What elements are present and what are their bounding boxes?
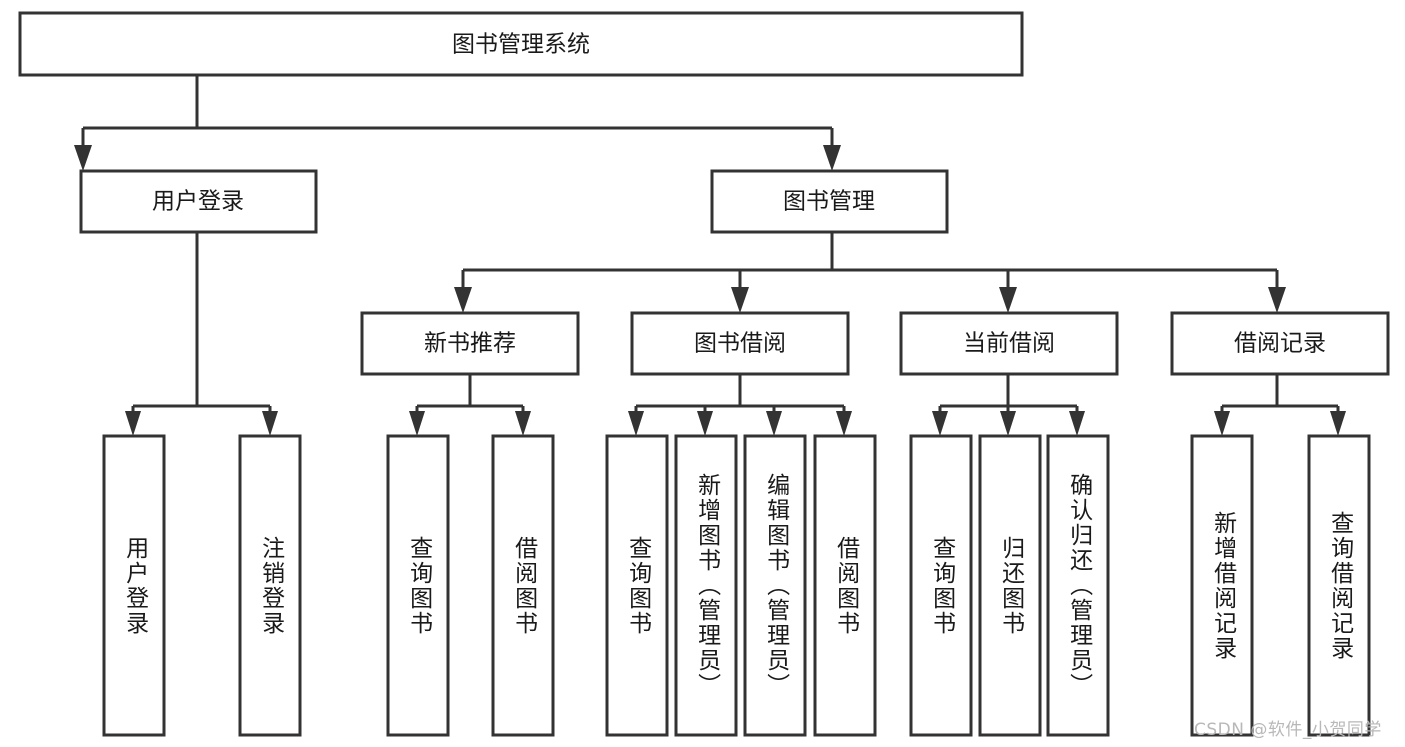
arrow-head-leaf-bb-add: [697, 411, 713, 436]
arrow-head-leaf-logout: [262, 411, 278, 436]
leaf-box-bb-borrow-book[interactable]: [813, 434, 877, 737]
node-book-borrow-box[interactable]: [630, 311, 850, 376]
leaf-box-br-add-record[interactable]: [1190, 434, 1254, 737]
leaf-box-bb-query-book[interactable]: [605, 434, 669, 737]
connector-group-book-borrow-to-leaves: [628, 374, 852, 436]
arrow-head-to-new-book: [454, 287, 472, 313]
node-book-borrow-label: 图书借阅: [694, 331, 786, 357]
leaf-box-br-query-record[interactable]: [1307, 434, 1371, 737]
connector-group-borrow-record-to-leaves: [1214, 374, 1346, 436]
node-new-book-recommend-label: 新书推荐: [424, 331, 516, 357]
leaf-box-cb-return-book[interactable]: [978, 434, 1042, 737]
leaf-box-nb-query-book[interactable]: [386, 434, 450, 737]
arrow-head-to-book-manage: [823, 145, 841, 171]
leaf-box-cb-query-book[interactable]: [909, 434, 973, 737]
arrow-head-to-user-login: [74, 145, 92, 171]
leaf-box-logout[interactable]: [238, 434, 302, 737]
connector-group-book-manage-to-level3: [454, 232, 1286, 313]
arrow-head-leaf-br-query: [1330, 411, 1346, 436]
leaf-box-bb-add-book[interactable]: [674, 434, 738, 737]
arrow-head-leaf-cb-confirm: [1069, 411, 1085, 436]
arrow-head-leaf-nb-query: [409, 411, 425, 436]
node-root-box[interactable]: [18, 11, 1024, 77]
node-user-login-label: 用户登录: [152, 189, 244, 215]
arrow-head-leaf-bb-borrow: [836, 411, 852, 436]
leaf-box-nb-borrow-book[interactable]: [491, 434, 555, 737]
node-user-login-box[interactable]: [79, 169, 318, 234]
arrow-head-leaf-user-login: [125, 411, 141, 436]
leaf-box-user-login[interactable]: [102, 434, 166, 737]
arrow-head-leaf-br-add: [1214, 411, 1230, 436]
connector-group-user-login-to-leaves: [125, 232, 278, 436]
connector-group-current-borrow-to-leaves: [932, 374, 1085, 436]
arrow-head-to-current-borrow: [999, 287, 1017, 313]
csdn-watermark: CSDN @软件_小贺同学: [1194, 720, 1382, 740]
connector-group-root-to-level2: [74, 76, 841, 171]
node-current-borrow-label: 当前借阅: [963, 331, 1055, 357]
node-new-book-recommend-box[interactable]: [360, 311, 580, 376]
node-root-label: 图书管理系统: [452, 32, 590, 58]
arrow-head-to-book-borrow: [731, 287, 749, 313]
arrow-head-leaf-bb-query: [628, 411, 644, 436]
node-borrow-record-box[interactable]: [1170, 311, 1390, 376]
arrow-head-to-borrow-record: [1268, 287, 1286, 313]
leaf-box-cb-confirm-return[interactable]: [1046, 434, 1110, 737]
node-borrow-record-label: 借阅记录: [1234, 331, 1326, 357]
arrow-head-leaf-cb-return: [1000, 411, 1016, 436]
node-current-borrow-box[interactable]: [899, 311, 1119, 376]
node-book-manage-box[interactable]: [710, 169, 949, 234]
connector-group-new-book-to-leaves: [409, 374, 531, 436]
arrow-head-leaf-cb-query: [932, 411, 948, 436]
arrow-head-leaf-nb-borrow: [515, 411, 531, 436]
node-book-manage-label: 图书管理: [783, 189, 875, 215]
arrow-head-leaf-bb-edit: [766, 411, 782, 436]
leaf-box-bb-edit-book[interactable]: [743, 434, 807, 737]
